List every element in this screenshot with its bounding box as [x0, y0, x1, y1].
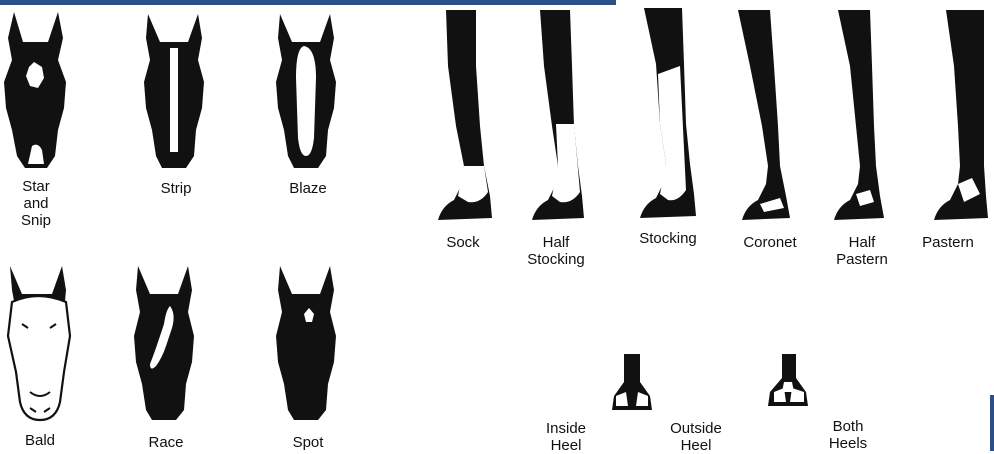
leg-half-pastern: Half Pastern — [826, 6, 898, 276]
face-label: Strip — [136, 180, 216, 197]
hoof-both-heels-illustration — [764, 352, 812, 408]
leg-pastern-illustration — [924, 6, 992, 226]
heel-outside: Outside Heel — [654, 420, 738, 454]
face-bald-illustration — [0, 262, 80, 430]
leg-sock: Sock — [428, 6, 498, 256]
leg-sock-illustration — [428, 6, 498, 226]
hoof-inside-outside-heel — [608, 352, 656, 412]
heel-inside: Inside Heel — [528, 420, 604, 454]
leg-half-stocking-illustration — [516, 6, 596, 226]
heel-label: Both Heels — [808, 418, 888, 452]
face-blaze: Blaze — [268, 8, 348, 208]
face-label: Bald — [0, 432, 80, 449]
face-strip-illustration — [136, 8, 216, 176]
leg-stocking: Stocking — [628, 4, 708, 264]
leg-stocking-illustration — [628, 4, 708, 224]
leg-label: Half Pastern — [826, 234, 898, 268]
leg-half-pastern-illustration — [826, 6, 898, 226]
edge-accent-bar — [990, 395, 994, 451]
face-bald: Bald — [0, 262, 80, 452]
hoof-both-heels — [764, 352, 812, 408]
leg-label: Half Stocking — [516, 234, 596, 268]
face-label: Race — [126, 434, 206, 451]
leg-pastern: Pastern — [924, 6, 992, 256]
hoof-inside-outside-heel-illustration — [608, 352, 656, 412]
face-race: Race — [126, 262, 206, 452]
heel-both: Both Heels — [808, 418, 888, 452]
face-label: Star and Snip — [0, 178, 72, 229]
leg-label: Stocking — [628, 230, 708, 247]
face-strip: Strip — [136, 8, 216, 208]
leg-label: Pastern — [914, 234, 982, 251]
face-spot-illustration — [268, 262, 348, 430]
leg-label: Coronet — [734, 234, 806, 251]
face-spot: Spot — [268, 262, 348, 452]
heel-label: Outside Heel — [654, 420, 738, 454]
face-blaze-illustration — [268, 8, 348, 176]
leg-coronet-illustration — [734, 6, 806, 226]
top-accent-bar — [0, 0, 616, 5]
face-star-and-snip: Star and Snip — [0, 8, 72, 234]
leg-coronet: Coronet — [734, 6, 806, 256]
leg-half-stocking: Half Stocking — [516, 6, 596, 276]
face-label: Blaze — [268, 180, 348, 197]
face-race-illustration — [126, 262, 206, 430]
heel-label: Inside Heel — [528, 420, 604, 454]
face-star-and-snip-illustration — [0, 8, 72, 176]
leg-label: Sock — [428, 234, 498, 251]
face-label: Spot — [268, 434, 348, 451]
